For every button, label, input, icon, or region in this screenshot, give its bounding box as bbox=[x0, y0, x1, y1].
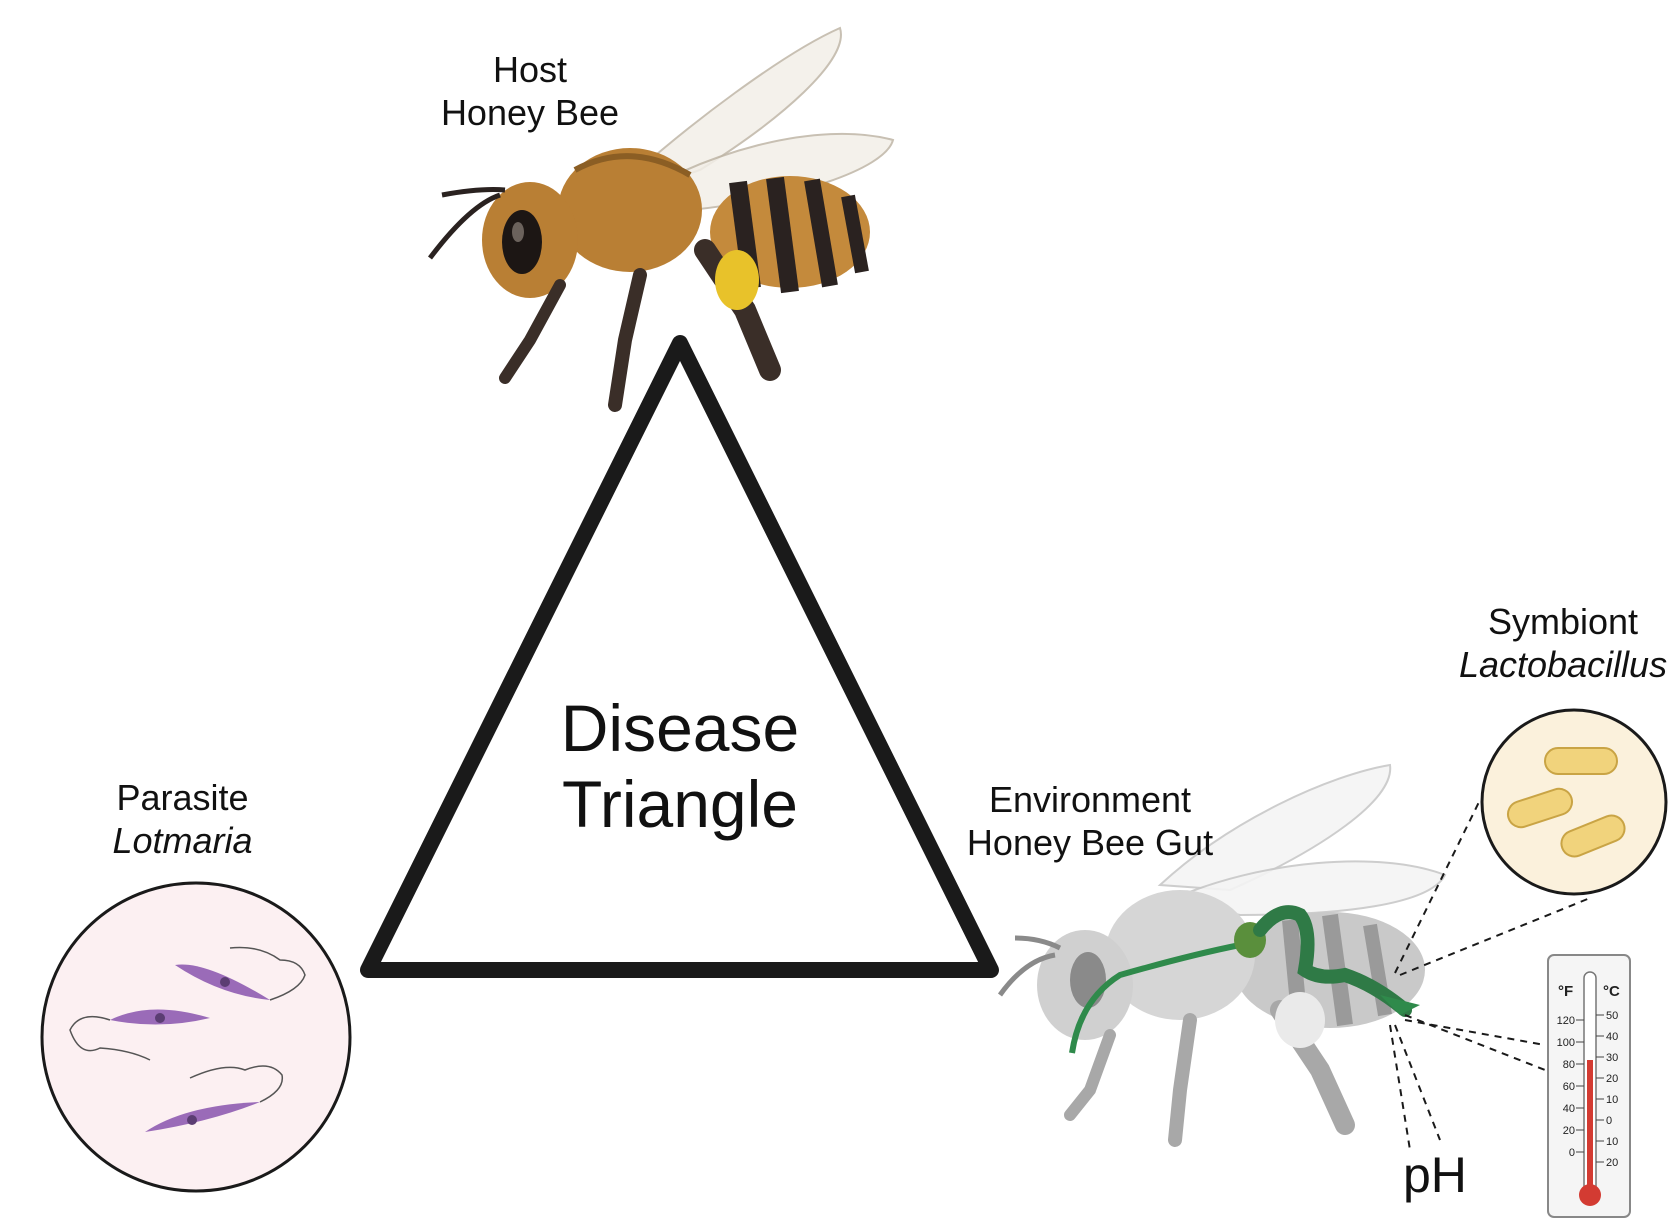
c-tick: 30 bbox=[1606, 1052, 1618, 1064]
parasite-name: Lotmaria bbox=[70, 819, 295, 862]
title-line-2: Triangle bbox=[530, 766, 830, 842]
environment-name: Honey Bee Gut bbox=[955, 821, 1225, 864]
disease-triangle bbox=[368, 343, 991, 970]
f-tick: 100 bbox=[1557, 1037, 1575, 1049]
c-tick: 20 bbox=[1606, 1073, 1618, 1085]
c-tick: 10 bbox=[1606, 1094, 1618, 1106]
host-role: Host bbox=[420, 48, 640, 91]
host-name: Honey Bee bbox=[420, 91, 640, 134]
bacillus-icon bbox=[1545, 748, 1617, 774]
environment-role: Environment bbox=[955, 778, 1225, 821]
c-tick: 10 bbox=[1606, 1136, 1618, 1148]
f-tick: 40 bbox=[1563, 1103, 1575, 1115]
symbiont-lactobacillus-circle bbox=[1482, 710, 1666, 894]
environment-label: Environment Honey Bee Gut bbox=[955, 778, 1225, 864]
disease-triangle-title: Disease Triangle bbox=[530, 690, 830, 842]
parasite-role: Parasite bbox=[70, 776, 295, 819]
symbiont-label: Symbiont Lactobacillus bbox=[1452, 600, 1674, 686]
f-tick: 20 bbox=[1563, 1125, 1575, 1137]
f-tick: 80 bbox=[1563, 1059, 1575, 1071]
thermometer-icon: °F °C 120 100 80 60 40 20 0 50 40 30 20 … bbox=[1548, 955, 1630, 1217]
parasite-label: Parasite Lotmaria bbox=[70, 776, 295, 862]
f-tick: 0 bbox=[1569, 1147, 1575, 1159]
symbiont-name: Lactobacillus bbox=[1452, 643, 1674, 686]
c-tick: 0 bbox=[1606, 1115, 1612, 1127]
ph-label: pH bbox=[1403, 1146, 1467, 1204]
f-tick: 120 bbox=[1557, 1015, 1575, 1027]
f-tick: 60 bbox=[1563, 1081, 1575, 1093]
fahrenheit-unit: °F bbox=[1558, 983, 1573, 1000]
parasite-lotmaria-circle bbox=[42, 883, 350, 1191]
title-line-1: Disease bbox=[530, 690, 830, 766]
c-tick: 20 bbox=[1606, 1157, 1618, 1169]
c-tick: 40 bbox=[1606, 1031, 1618, 1043]
host-label: Host Honey Bee bbox=[420, 48, 640, 134]
symbiont-role: Symbiont bbox=[1452, 600, 1674, 643]
c-tick: 50 bbox=[1606, 1010, 1618, 1022]
celsius-unit: °C bbox=[1603, 983, 1620, 1000]
